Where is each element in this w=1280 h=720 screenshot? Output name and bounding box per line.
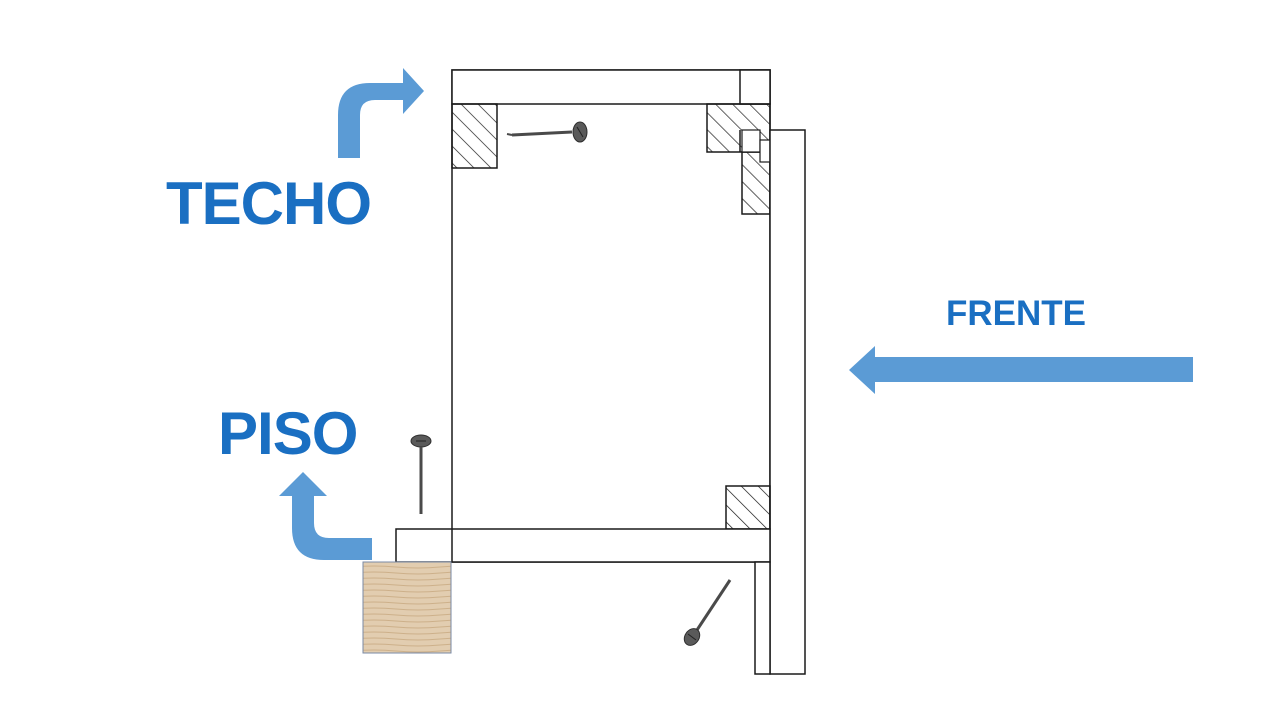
- arrow-left-icon: [849, 346, 1193, 394]
- wood-block-icon: [362, 561, 452, 654]
- curved-arrow-up-left-icon: [279, 472, 372, 560]
- bottom-panel: [395, 528, 771, 563]
- top-panel-rebate: [739, 69, 771, 105]
- floor-label: PISO: [218, 400, 358, 467]
- screw-icon: [506, 121, 588, 143]
- front-door-panel: [769, 129, 806, 675]
- front-label: FRENTE: [946, 294, 1086, 333]
- top-panel: [451, 69, 771, 105]
- ceiling-label: TECHO: [166, 170, 372, 237]
- lower-right-batten: [725, 485, 771, 530]
- front-plinth: [754, 561, 771, 675]
- screw-icon: [410, 434, 432, 514]
- upper-right-small-block: [741, 129, 761, 153]
- curved-arrow-up-right-icon: [338, 68, 424, 158]
- screw-icon: [683, 579, 732, 646]
- upper-right-notch: [759, 139, 771, 163]
- upper-left-batten: [451, 103, 498, 169]
